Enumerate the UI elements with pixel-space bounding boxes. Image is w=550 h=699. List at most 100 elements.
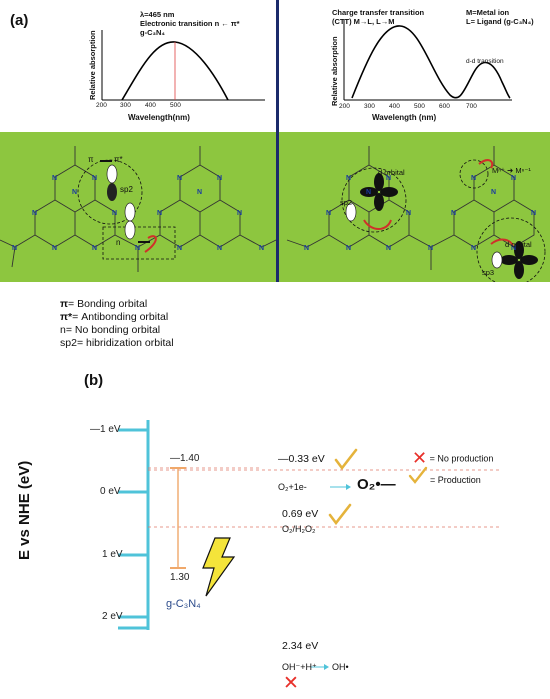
d-orbital-right-lobes <box>500 241 538 279</box>
sp2-lobe-right <box>345 202 357 222</box>
svg-text:N: N <box>217 245 222 252</box>
band-diagram <box>118 420 500 670</box>
n-pi-region-box <box>102 226 176 260</box>
tick-1: 1 eV <box>102 549 123 560</box>
check-legend-icon <box>408 466 428 484</box>
left-tick-500: 500 <box>170 102 181 109</box>
svg-text:N: N <box>92 245 97 252</box>
potential-h2o2-reaction: O₂/H₂O₂ <box>282 524 316 534</box>
svg-text:N: N <box>326 210 331 217</box>
potential-oh-value: 2.34 eV <box>282 640 319 652</box>
svg-text:N: N <box>259 245 264 252</box>
potential-h2o2-value: 0.69 eV <box>282 508 319 520</box>
mn-label: Mⁿ⁺ ➜ Mⁿ⁻¹ <box>492 166 531 175</box>
right-spectrum-annotation: Charge transfer transition (CTT) M→L, L→… <box>332 8 425 26</box>
svg-text:N: N <box>135 245 140 252</box>
orbital-legend: π= Bonding orbital π*= Antibonding orbit… <box>60 298 174 350</box>
potential-o2-product: O₂•— <box>357 476 396 493</box>
right-tick-200: 200 <box>339 103 350 110</box>
cross-legend-icon: ✕ <box>412 448 428 468</box>
right-spectrum-plot <box>343 20 512 101</box>
svg-text:N: N <box>386 175 391 182</box>
legend-nonbonding: n= No bonding orbital <box>60 324 161 336</box>
right-tick-300: 300 <box>364 103 375 110</box>
svg-text:N: N <box>177 245 182 252</box>
legend-bonding: π= Bonding orbital <box>60 298 148 310</box>
n-label: n <box>116 238 121 247</box>
right-spectrum-xlabel: Wavelength (nm) <box>372 113 437 122</box>
left-spectrum-xlabel: Wavelength(nm) <box>128 113 190 122</box>
left-tick-400: 400 <box>145 102 156 109</box>
right-tick-400: 400 <box>389 103 400 110</box>
pz-lobe-lower <box>107 183 117 201</box>
right-absorption-curve <box>351 25 511 99</box>
sp3-lobe <box>491 251 503 269</box>
right-spectrum-legend: M=Metal ion L= Ligand (g-C₃N₄) <box>466 8 534 26</box>
check-icon-h2o2 <box>328 503 352 526</box>
svg-text:N: N <box>304 245 309 252</box>
right-peak-label: d-d transition <box>466 58 504 65</box>
svg-text:N: N <box>471 245 476 252</box>
sp2-label-right: sp2 <box>340 198 353 207</box>
right-spectrum-ylabel: Relative absorption <box>330 36 339 106</box>
d-orbital-region-left <box>341 167 407 233</box>
d-orbital-left-arrow <box>363 219 392 230</box>
right-tick-500: 500 <box>414 103 425 110</box>
panel-b-label: (b) <box>84 372 104 389</box>
tick-minus1: —1 eV <box>90 424 121 435</box>
svg-text:N: N <box>511 245 516 252</box>
legend-no-production: ✕ = No production <box>412 448 494 468</box>
d-orbital-region-right <box>476 217 546 282</box>
potential-oh-reaction: OH⁻+H⁺ <box>282 662 317 672</box>
n-lobe-lower <box>124 220 136 240</box>
n-lobe-upper <box>124 202 136 222</box>
legend-sp2: sp2= hibridization orbital <box>60 337 174 349</box>
left-tick-200: 200 <box>96 102 107 109</box>
svg-text:N: N <box>72 189 77 196</box>
cb-value: —1.40 <box>170 453 200 464</box>
svg-text:N: N <box>52 245 57 252</box>
potential-o2-value: —0.33 eV <box>278 453 325 465</box>
svg-text:N: N <box>386 245 391 252</box>
svg-text:N: N <box>12 245 17 252</box>
tick-2: 2 eV <box>102 611 123 622</box>
svg-text:N: N <box>346 175 351 182</box>
svg-text:N: N <box>92 175 97 182</box>
panel-divider <box>276 0 279 282</box>
right-tick-700: 700 <box>466 103 477 110</box>
svg-text:N: N <box>451 210 456 217</box>
tick-0: 0 eV <box>100 486 121 497</box>
potential-oh-product: OH• <box>332 662 349 672</box>
svg-text:N: N <box>112 210 117 217</box>
svg-text:N: N <box>491 189 496 196</box>
left-tick-300: 300 <box>120 102 131 109</box>
legend-production: = Production <box>430 475 481 485</box>
d-orbital-right-arrow <box>490 238 514 247</box>
left-spectrum-ylabel: Relative absorption <box>88 30 97 100</box>
m-arrow <box>478 159 494 169</box>
right-tick-600: 600 <box>439 103 450 110</box>
transition-arrow <box>144 235 157 253</box>
legend-antibonding: π*= Antibonding orbital <box>60 311 169 323</box>
pi-label: π <box>88 155 94 164</box>
svg-text:N: N <box>531 210 536 217</box>
svg-text:N: N <box>157 210 162 217</box>
svg-text:N: N <box>346 245 351 252</box>
cross-icon-oh: ✕ <box>283 673 299 694</box>
svg-text:N: N <box>511 175 516 182</box>
vb-value: 1.30 <box>170 572 190 583</box>
svg-text:N: N <box>366 189 371 196</box>
d-orbital-left-lobes <box>360 173 398 211</box>
sp2-label-left: sp2 <box>120 185 133 194</box>
d-orbital-label-1: d orbital <box>378 168 405 177</box>
svg-text:N: N <box>406 210 411 217</box>
svg-text:N: N <box>197 189 202 196</box>
pz-lobe-upper <box>106 164 118 184</box>
light-bolt-icon <box>202 537 236 597</box>
svg-text:N: N <box>428 245 433 252</box>
svg-text:N: N <box>237 210 242 217</box>
left-spectrum-annotation: λ=465 nm Electronic transition n ← π* g-… <box>140 10 240 37</box>
m-region-circle <box>459 159 489 189</box>
svg-text:N: N <box>217 175 222 182</box>
